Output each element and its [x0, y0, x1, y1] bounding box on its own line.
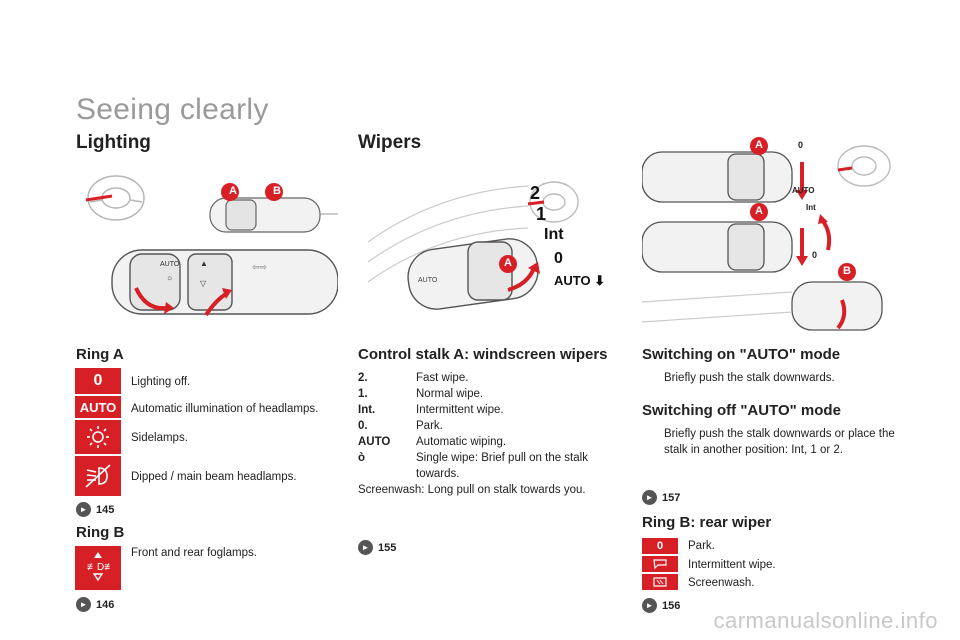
rear-wiper-intermittent: Intermittent wipe. [688, 559, 776, 571]
steering-wheel-icon [87, 175, 145, 221]
page-ref-arrow-icon: ► [76, 597, 91, 612]
ring-a-title: Ring A [76, 346, 124, 363]
svg-text:▽: ▽ [200, 279, 207, 288]
auto-off-instruction: Briefly push the stalk downwards or plac… [642, 426, 912, 458]
watermark: carmanualsonline.info [713, 608, 938, 633]
callout-b-label: B [273, 185, 281, 197]
rear-wiper-title: Ring B: rear wiper [642, 514, 772, 531]
auto-illus-label-auto: AUTO [792, 186, 815, 195]
page-title: Seeing clearly [76, 93, 269, 126]
auto-off-title: Switching off "AUTO" mode [642, 402, 841, 419]
auto-on-title: Switching on "AUTO" mode [642, 346, 841, 363]
wiper-label-auto: AUTO ⬇ [554, 273, 606, 288]
page-ref-156[interactable]: ► 156 [642, 598, 680, 613]
down-arrow-icon: ⬇ [594, 273, 606, 288]
auto-callout-b: B [843, 265, 851, 277]
ring-a-item-sidelamps: Sidelamps. [131, 432, 188, 444]
svg-text:AUTO: AUTO [160, 261, 180, 268]
ring-a-item-headlamps: Dipped / main beam headlamps. [131, 471, 297, 483]
page-ref-157[interactable]: ► 157 [642, 490, 680, 505]
wiper-row-int: Int.Intermittent wipe. [358, 404, 504, 416]
wiper-stalk-illustration: AUTO [367, 181, 579, 310]
auto-callout-a-bottom: A [755, 205, 763, 217]
svg-text:▲: ▲ [200, 259, 208, 268]
steering-wheel-icon [837, 145, 891, 187]
callout-a-label: A [229, 185, 237, 197]
svg-text:≢D≢: ≢D≢ [87, 562, 112, 573]
intermittent-wipe-icon [642, 556, 678, 572]
park-icon: 0 [642, 538, 678, 554]
svg-text:☼: ☼ [166, 273, 173, 282]
wiper-label-2: 2 [530, 183, 541, 203]
ring-a-item-auto: Automatic illumination of headlamps. [131, 403, 319, 415]
auto-illus-label-0-bottom: 0 [812, 250, 818, 260]
wiper-positions-list: 2.Fast wipe. 1.Normal wipe. Int.Intermit… [358, 370, 608, 498]
auto-mode-illustration [642, 137, 891, 331]
auto-callout-a-top: A [755, 139, 763, 151]
wipers-section-title: Wipers [358, 132, 422, 153]
wiper-label-1: 1 [536, 204, 547, 224]
auto-on-instruction: Briefly push the stalk downwards. [642, 370, 912, 386]
wiper-label-0: 0 [554, 250, 563, 267]
wiper-row-park: 0.Park. [358, 420, 443, 432]
lighting-section-title: Lighting [76, 132, 151, 153]
page-ref-arrow-icon: ► [76, 502, 91, 517]
wiper-callout-a: A [504, 257, 512, 269]
auto-illus-label-0-top: 0 [798, 140, 804, 150]
headlamps-icon [75, 456, 121, 496]
off-position-icon: 0 [75, 368, 121, 394]
wiper-label-int: Int [544, 226, 564, 243]
page-ref-arrow-icon: ► [358, 540, 373, 555]
ring-b-title: Ring B [76, 524, 125, 541]
page-ref-arrow-icon: ► [642, 490, 657, 505]
rear-wiper-park: Park. [688, 540, 715, 552]
bullet-icon [642, 426, 664, 458]
auto-illus-label-int: Int [806, 203, 816, 212]
wiper-row-normal: 1.Normal wipe. [358, 388, 484, 400]
wiper-row-fast: 2.Fast wipe. [358, 372, 469, 384]
rear-wiper-screenwash: Screenwash. [688, 577, 755, 589]
sidelamps-icon [75, 420, 121, 454]
page-ref-145[interactable]: ► 145 [76, 502, 114, 517]
ring-a-item-off: Lighting off. [131, 376, 191, 388]
foglamps-icon: ≢D≢ [75, 546, 121, 590]
bullet-icon [642, 370, 664, 386]
page-ref-155[interactable]: ► 155 [358, 540, 396, 555]
auto-icon: AUTO [75, 396, 121, 418]
page-ref-arrow-icon: ► [642, 598, 657, 613]
screenwash-icon [642, 574, 678, 590]
page-ref-146[interactable]: ► 146 [76, 597, 114, 612]
screenwash-text: Screenwash: Long pull on stalk towards y… [358, 484, 586, 496]
control-stalk-title: Control stalk A: windscreen wipers [358, 346, 608, 363]
svg-text:AUTO: AUTO [418, 277, 438, 284]
lighting-stalk-illustration: ⇦⇨ AUTO ☼ ▲ ▽ [85, 175, 338, 317]
ring-b-text: Front and rear foglamps. [131, 547, 257, 559]
svg-text:⇦⇨: ⇦⇨ [252, 262, 268, 272]
